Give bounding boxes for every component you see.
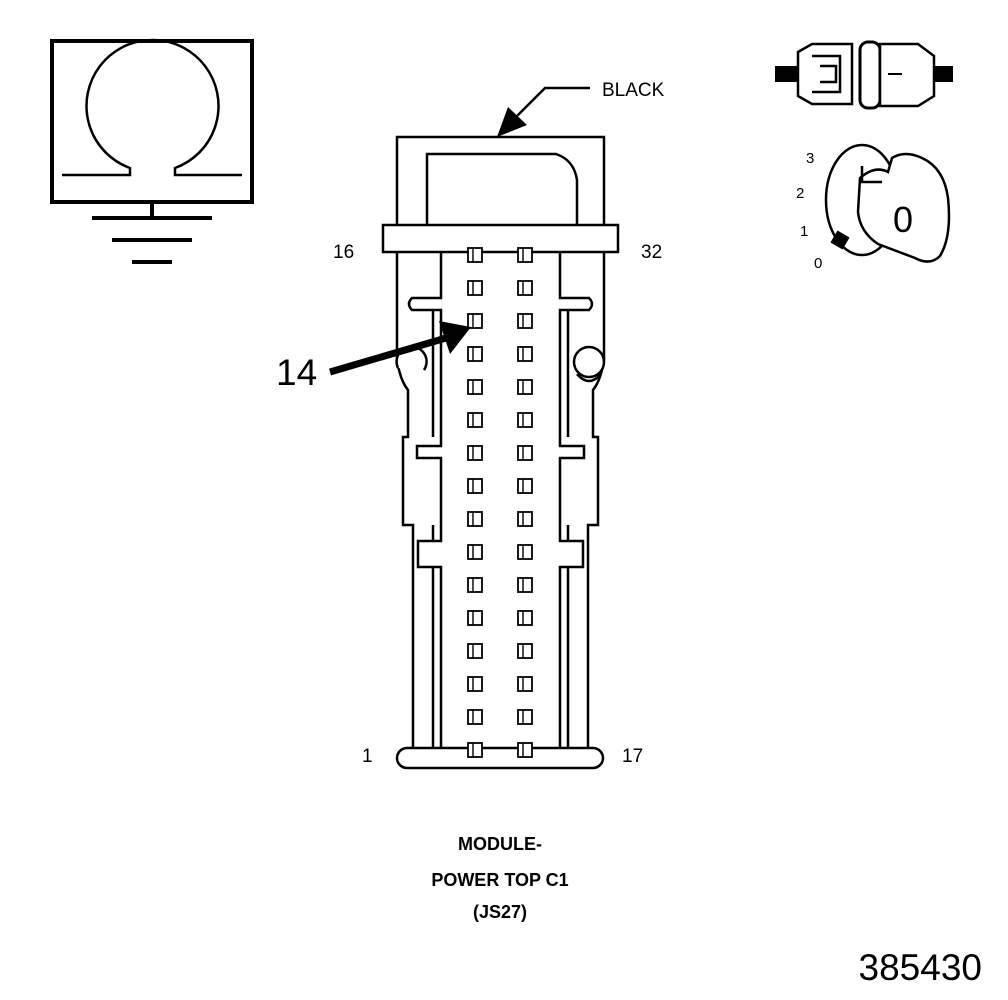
pin-cavity [467, 445, 483, 461]
ignition-position-1: 1 [800, 223, 808, 240]
pin-cavity [467, 709, 483, 725]
wire-color-label: BLACK [602, 80, 665, 101]
callout-arrow [329, 334, 447, 376]
pin-cavity [467, 643, 483, 659]
pin-label-17: 17 [622, 746, 643, 767]
ignition-position-0: 0 [814, 255, 822, 272]
pin-cavity [517, 379, 533, 395]
pin-cavity [467, 346, 483, 362]
pin-label-32: 32 [641, 242, 662, 263]
pin-cavity [467, 676, 483, 692]
pin-cavity [467, 577, 483, 593]
pin-cavity [517, 610, 533, 626]
pin-cavity [467, 247, 483, 263]
connector-body [381, 135, 620, 770]
figure-number: 385430 [859, 947, 982, 988]
pin-cavity [517, 742, 533, 758]
pin-label-1: 1 [362, 746, 373, 767]
pin-label-16: 16 [333, 242, 354, 263]
pin-cavity [467, 313, 483, 329]
pin-cavity [517, 313, 533, 329]
pin-cavity [467, 379, 483, 395]
pin-cavity [517, 577, 533, 593]
pin-cavity [517, 280, 533, 296]
pin-cavity [517, 709, 533, 725]
pin-cavity [517, 346, 533, 362]
pin-cavity [467, 610, 483, 626]
caption-line-3: (JS27) [473, 902, 527, 922]
caption-line-2: POWER TOP C1 [431, 870, 568, 890]
disconnected-connector-icon [775, 40, 953, 110]
ohmmeter-icon [50, 38, 254, 264]
pin-cavity [467, 544, 483, 560]
pin-cavity [517, 643, 533, 659]
pin-cavity [467, 742, 483, 758]
pin-cavity [517, 478, 533, 494]
ignition-position-2: 2 [796, 185, 804, 202]
pin-cavity [517, 445, 533, 461]
callout-arrowhead [439, 321, 471, 354]
wire-color-arrow [497, 107, 527, 137]
caption-line-1: MODULE- [458, 834, 542, 854]
pin-cavities [467, 247, 533, 758]
ignition-position-3: 3 [806, 150, 814, 167]
pin-cavity [517, 511, 533, 527]
pin-cavity [467, 412, 483, 428]
pin-cavity [467, 511, 483, 527]
pin-cavity [467, 280, 483, 296]
ignition-key-icon [824, 143, 951, 263]
pin-cavity [517, 676, 533, 692]
pin-cavity [467, 478, 483, 494]
ignition-key-face-label: 0 [893, 199, 913, 240]
callout-pin-number: 14 [276, 352, 317, 393]
pin-cavity [517, 247, 533, 263]
pin-cavity [517, 544, 533, 560]
pin-cavity [517, 412, 533, 428]
